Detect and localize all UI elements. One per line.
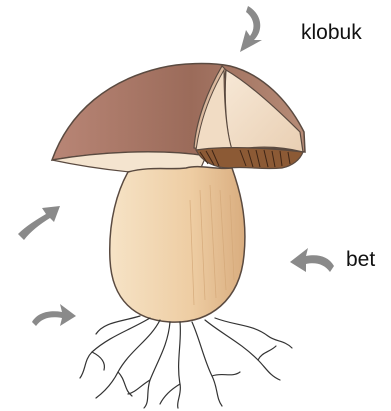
stem-label: bet (346, 248, 375, 272)
cap-label: klobuk (301, 21, 362, 45)
stem (110, 167, 245, 323)
arrow-icon (290, 248, 334, 272)
arrow-icon (32, 304, 76, 326)
arrow-icon (18, 206, 60, 240)
mycelium-roots (80, 316, 292, 408)
arrow-icon (240, 6, 262, 52)
